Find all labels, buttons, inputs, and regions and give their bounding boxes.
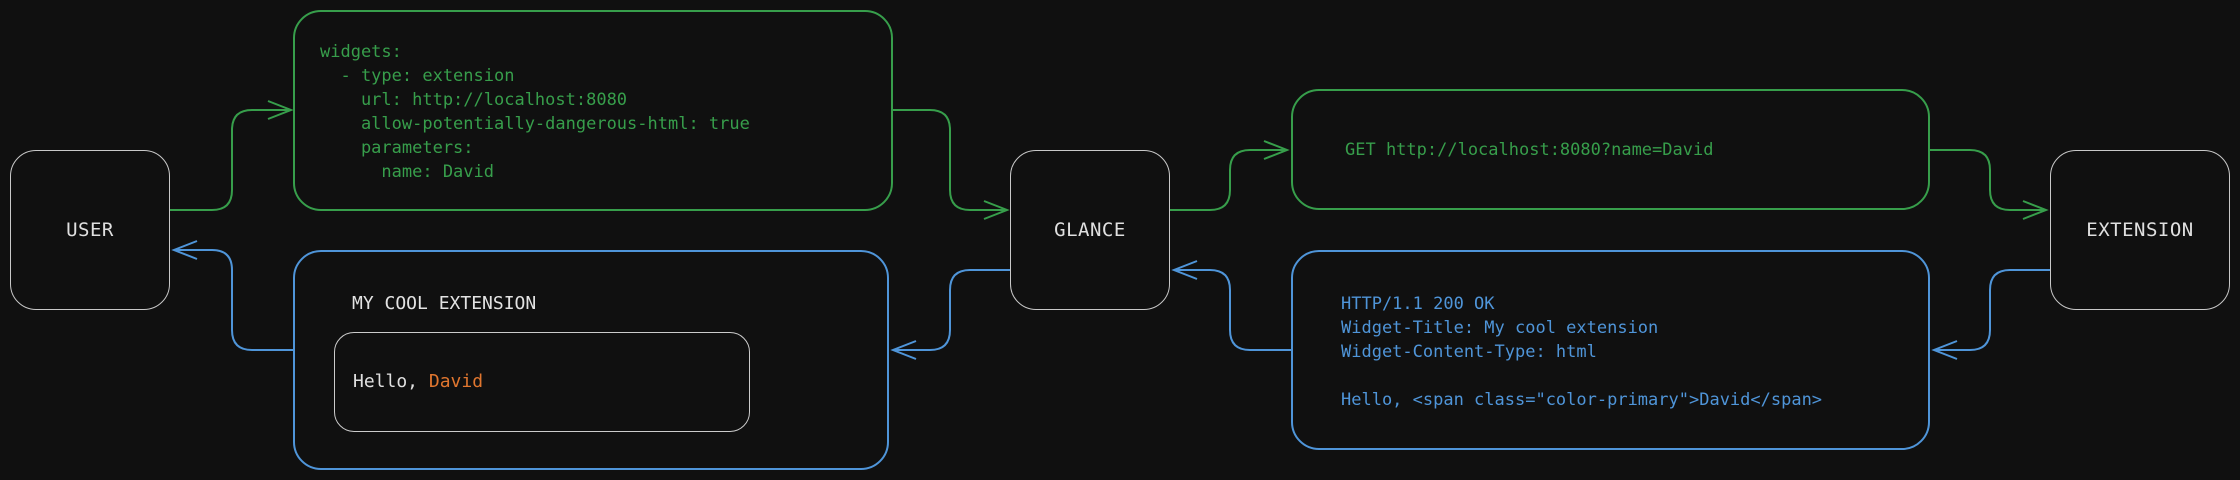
get-request-text: GET http://localhost:8080?name=David (1345, 139, 1714, 160)
arrow-glance-to-widget (890, 269, 1010, 360)
node-user-label: USER (66, 219, 114, 241)
code-line: HTTP/1.1 200 OK (1341, 294, 1495, 314)
arrow-config-to-glance (893, 109, 1010, 220)
arrow-glance-to-get (1170, 140, 1290, 211)
node-glance-label: GLANCE (1054, 219, 1126, 241)
node-extension: EXTENSION (2050, 150, 2230, 310)
get-request-box: GET http://localhost:8080?name=David (1291, 89, 1930, 210)
rendered-widget-box: MY COOL EXTENSION Hello, David (293, 250, 889, 470)
greeting-name: David (428, 371, 484, 392)
node-extension-label: EXTENSION (2086, 219, 2194, 241)
greeting-prefix: Hello, (353, 371, 429, 392)
code-line: Widget-Title: My cool extension (1341, 318, 1659, 338)
arrow-user-to-config (170, 100, 294, 211)
arrow-widget-to-user (171, 240, 293, 351)
arrow-get-to-extension (1930, 149, 2049, 220)
code-line: name: David (320, 162, 494, 182)
node-user: USER (10, 150, 170, 310)
code-line: allow-potentially-dangerous-html: true (320, 114, 750, 134)
code-line: Hello, <span class="color-primary">David… (1341, 390, 1823, 410)
node-glance: GLANCE (1010, 150, 1170, 310)
code-line: widgets: (320, 42, 402, 62)
arrow-response-to-glance (1171, 260, 1291, 351)
widget-title: MY COOL EXTENSION (352, 293, 537, 314)
code-line: url: http://localhost:8080 (320, 90, 628, 110)
code-line: parameters: (320, 138, 474, 158)
widget-greeting-box: Hello, David (334, 332, 750, 432)
code-line (1341, 364, 1916, 388)
code-line: - type: extension (320, 66, 515, 86)
yaml-config-box: widgets: - type: extension url: http://l… (293, 10, 893, 211)
arrow-extension-to-response (1931, 269, 2050, 360)
code-line: Widget-Content-Type: html (1341, 342, 1597, 362)
http-response-box: HTTP/1.1 200 OK Widget-Title: My cool ex… (1291, 250, 1930, 450)
